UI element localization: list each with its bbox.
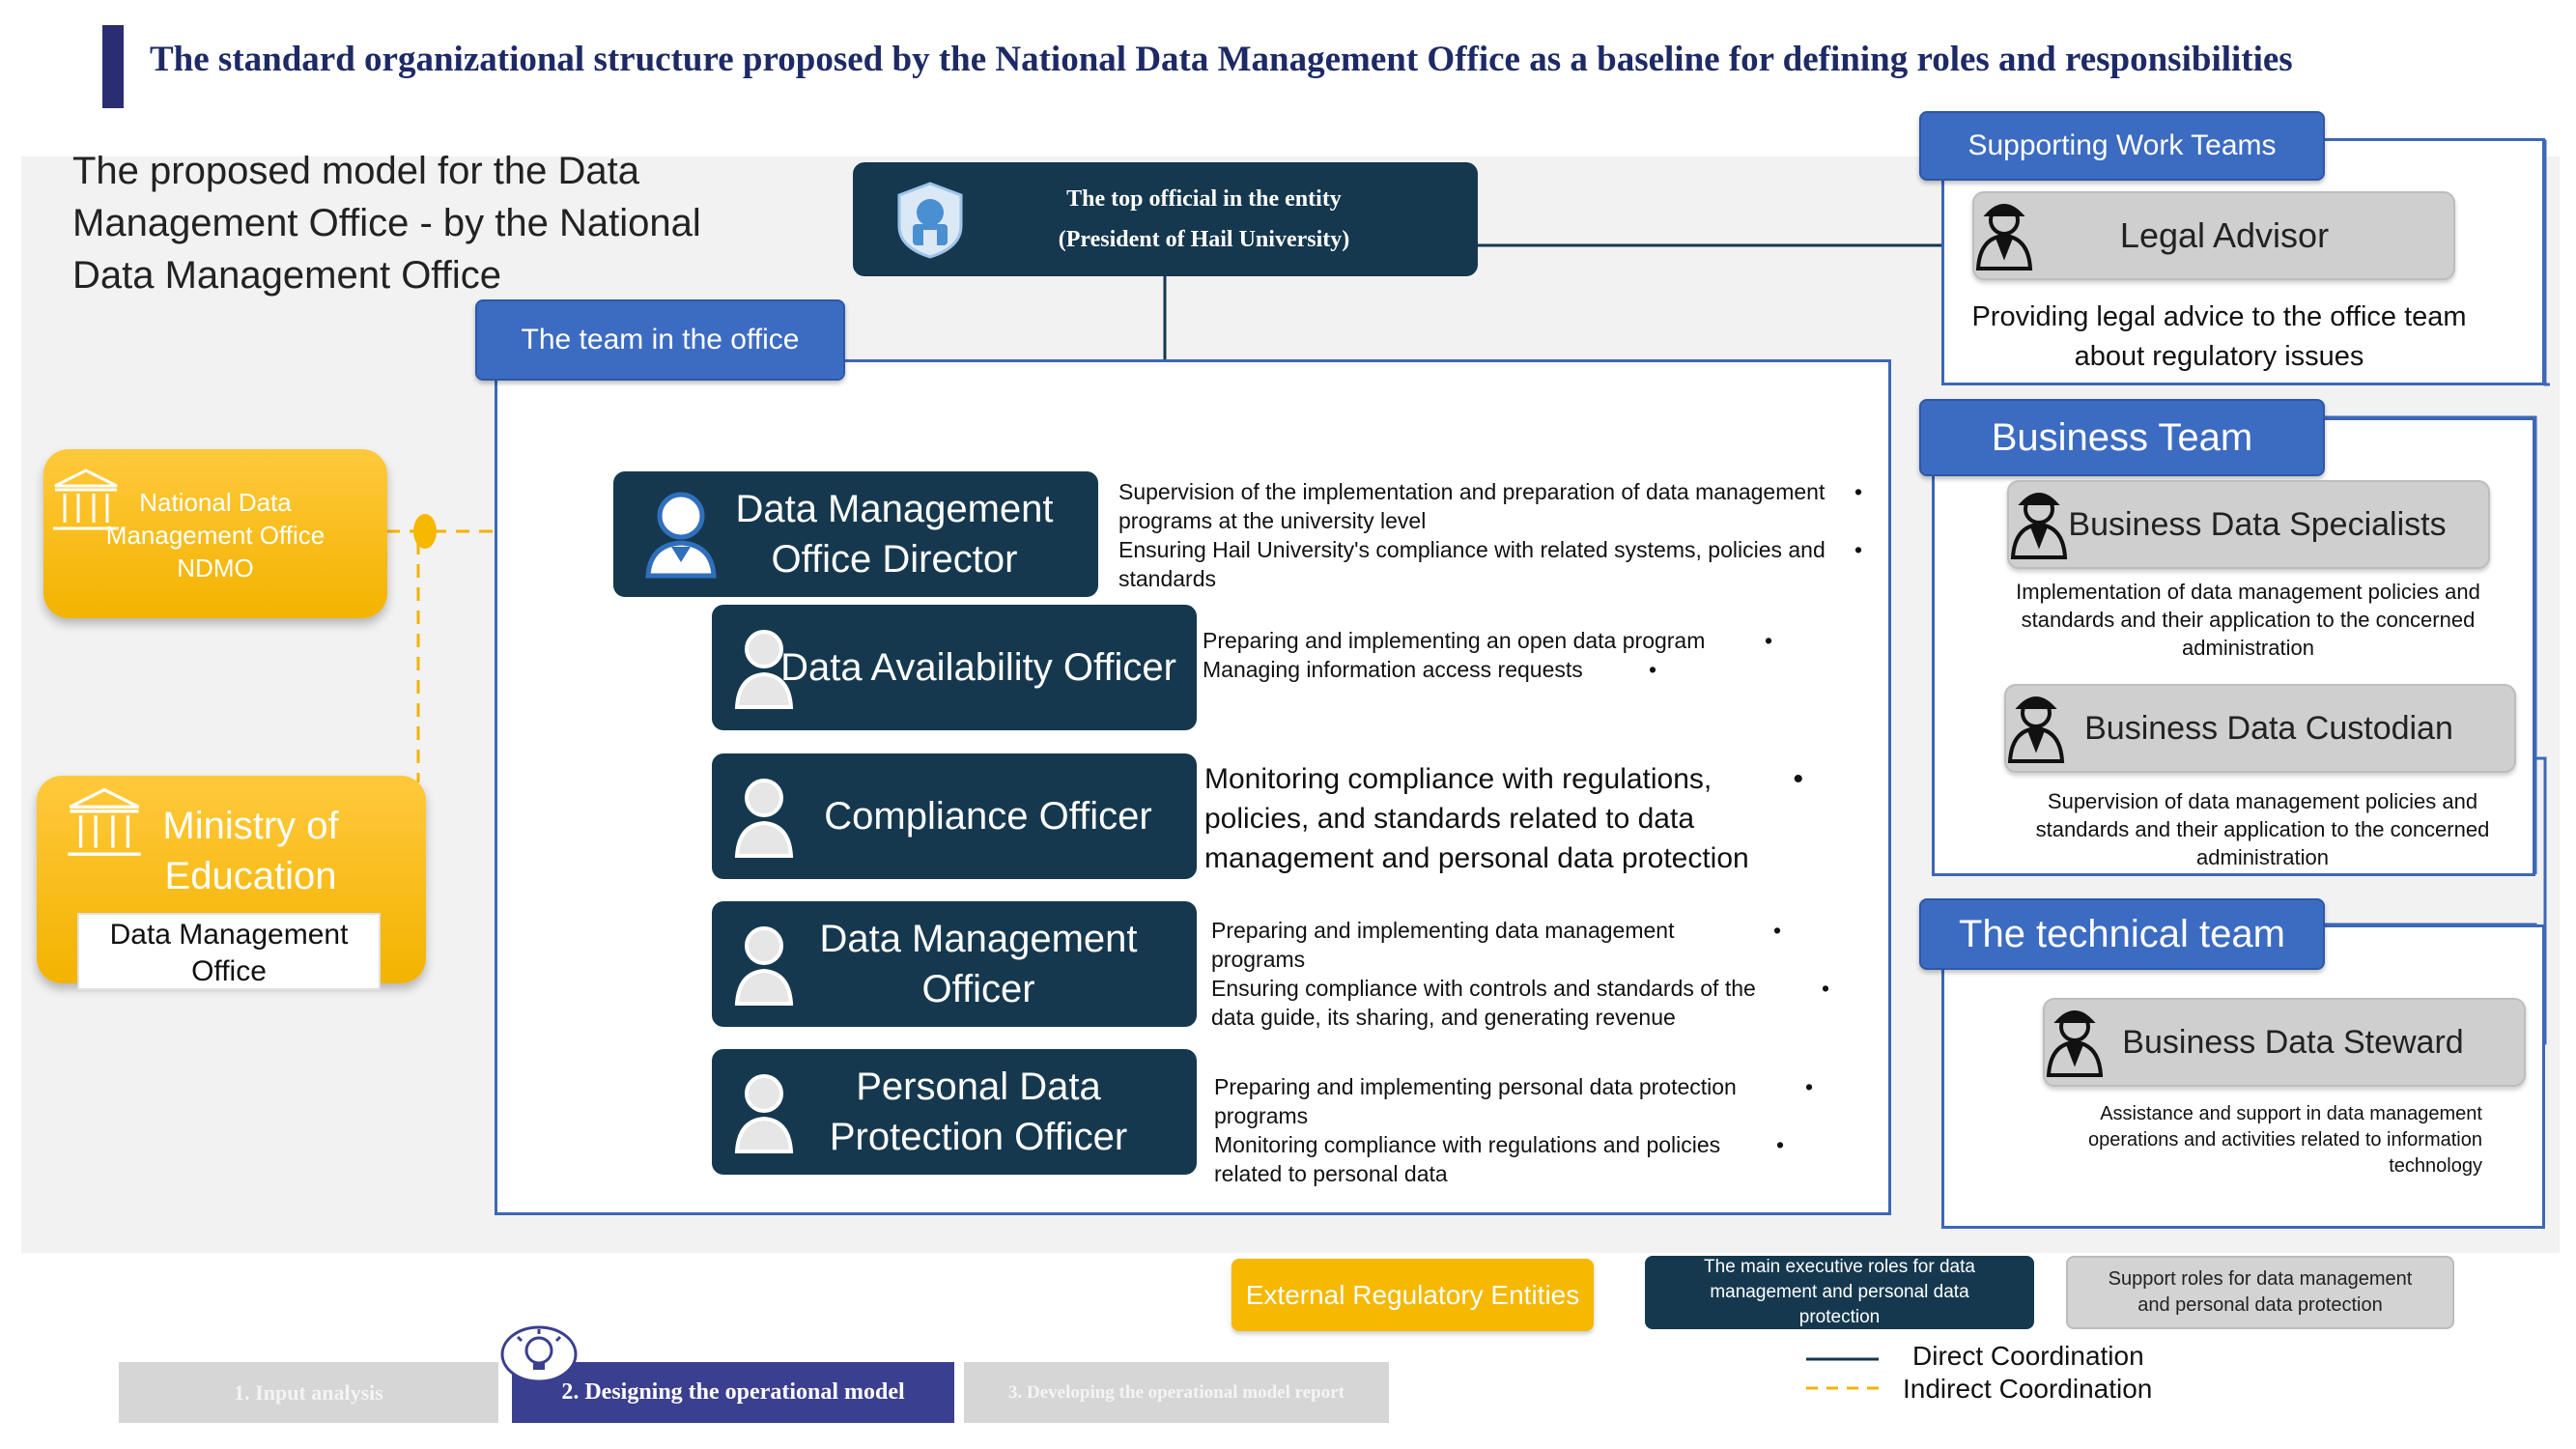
director-desc-item: Ensuring Hail University's compliance wi… bbox=[1118, 535, 1862, 593]
moe-line1: Ministry of bbox=[162, 805, 339, 847]
tab-business-team[interactable]: Business Team bbox=[1919, 399, 2325, 476]
ndmo-line3: NDMO bbox=[177, 554, 254, 582]
lightbulb-icon bbox=[500, 1325, 578, 1383]
title-accent-bar bbox=[102, 25, 124, 108]
step-developing-report[interactable]: 3. Developing the operational model repo… bbox=[964, 1362, 1389, 1423]
director-description: Supervision of the implementation and pr… bbox=[1118, 477, 1862, 593]
role-desc-item: Monitoring compliance with regulations a… bbox=[1214, 1130, 1784, 1188]
data-management-description: Preparing and implementing data manageme… bbox=[1211, 916, 1829, 1032]
custodian-description: Supervision of data management policies … bbox=[2035, 789, 2490, 869]
role-desc-item: Managing information access requests bbox=[1203, 655, 1656, 684]
moe-data-management-office: Data Management Office bbox=[77, 913, 381, 990]
legal-advisor-description: Providing legal advice to the office tea… bbox=[1971, 301, 2467, 372]
role-title: Data Management Officer bbox=[819, 918, 1138, 1010]
legend-external-entities: External Regulatory Entities bbox=[1231, 1259, 1594, 1331]
personal-data-description: Preparing and implementing personal data… bbox=[1214, 1072, 1813, 1188]
step-designing-model[interactable]: 2. Designing the operational model bbox=[512, 1362, 954, 1423]
tab-technical-team[interactable]: The technical team bbox=[1919, 898, 2325, 970]
legend-direct-label: Direct Coordination bbox=[1912, 1341, 2144, 1371]
director-desc-item: Supervision of the implementation and pr… bbox=[1118, 477, 1862, 535]
specialists-description: Implementation of data management polici… bbox=[2016, 580, 2480, 660]
top-official-title: The top official in the entity bbox=[1066, 186, 1342, 212]
indirect-node-dot bbox=[413, 514, 437, 549]
ministry-of-education-box[interactable]: Ministry of Education Data Management Of… bbox=[37, 776, 426, 990]
steward-description: Assistance and support in data managemen… bbox=[2087, 1103, 2482, 1177]
role-title: Personal Data Protection Officer bbox=[829, 1065, 1128, 1158]
business-data-steward-box[interactable]: Business Data Steward bbox=[2043, 998, 2526, 1087]
role-desc-item: Preparing and implementing data manageme… bbox=[1211, 916, 1781, 974]
compliance-officer-box[interactable]: Compliance Officer bbox=[712, 753, 1197, 879]
role-desc-item: Ensuring compliance with controls and st… bbox=[1211, 974, 1829, 1032]
top-official-box[interactable]: The top official in the entity (Presiden… bbox=[853, 162, 1478, 276]
data-management-officer-box[interactable]: Data Management Officer bbox=[712, 901, 1197, 1027]
role-desc-item: Monitoring compliance with regulations, … bbox=[1204, 759, 1803, 878]
role-desc-item: Preparing and implementing personal data… bbox=[1214, 1072, 1813, 1130]
ndmo-line2: Management Office bbox=[105, 521, 326, 550]
specialists-title: Business Data Specialists bbox=[2068, 505, 2447, 543]
top-official-subtitle: (President of Hail University) bbox=[1058, 227, 1350, 252]
role-title: Data Availability Officer bbox=[780, 646, 1176, 689]
step-input-analysis[interactable]: 1. Input analysis bbox=[119, 1362, 498, 1423]
legal-advisor-box[interactable]: Legal Advisor bbox=[1972, 191, 2455, 280]
data-availability-description: Preparing and implementing an open data … bbox=[1203, 626, 1772, 684]
personal-data-protection-officer-box[interactable]: Personal Data Protection Officer bbox=[712, 1049, 1197, 1175]
ndmo-box[interactable]: National Data Management Office NDMO bbox=[43, 449, 387, 618]
legend-support-roles: Support roles for data management and pe… bbox=[2066, 1256, 2454, 1329]
business-data-custodian-box[interactable]: Business Data Custodian bbox=[2004, 684, 2516, 773]
legal-advisor-title: Legal Advisor bbox=[2119, 215, 2330, 255]
moe-line2: Education bbox=[164, 855, 337, 897]
custodian-title: Business Data Custodian bbox=[2084, 709, 2453, 747]
compliance-description: Monitoring compliance with regulations, … bbox=[1204, 759, 1803, 878]
role-desc-item: Preparing and implementing an open data … bbox=[1203, 626, 1772, 655]
data-availability-officer-box[interactable]: Data Availability Officer bbox=[712, 605, 1197, 730]
role-title: Compliance Officer bbox=[824, 795, 1152, 838]
ndmo-line1: National Data bbox=[139, 488, 292, 517]
tab-office-team[interactable]: The team in the office bbox=[475, 299, 845, 381]
steward-title: Business Data Steward bbox=[2122, 1023, 2464, 1061]
director-box[interactable]: Data Management Office Director bbox=[613, 471, 1098, 597]
legend-indirect-label: Indirect Coordination bbox=[1903, 1374, 2153, 1404]
director-title: Data Management Office Director bbox=[735, 488, 1054, 581]
page-title: The standard organizational structure pr… bbox=[150, 40, 2293, 79]
intro-text: The proposed model for the Data Manageme… bbox=[72, 150, 701, 297]
business-data-specialists-box[interactable]: Business Data Specialists bbox=[2007, 480, 2490, 569]
university-emblem-icon bbox=[892, 180, 969, 261]
legend-main-roles: The main executive roles for data manage… bbox=[1645, 1256, 2034, 1329]
tab-supporting-teams[interactable]: Supporting Work Teams bbox=[1919, 111, 2325, 181]
